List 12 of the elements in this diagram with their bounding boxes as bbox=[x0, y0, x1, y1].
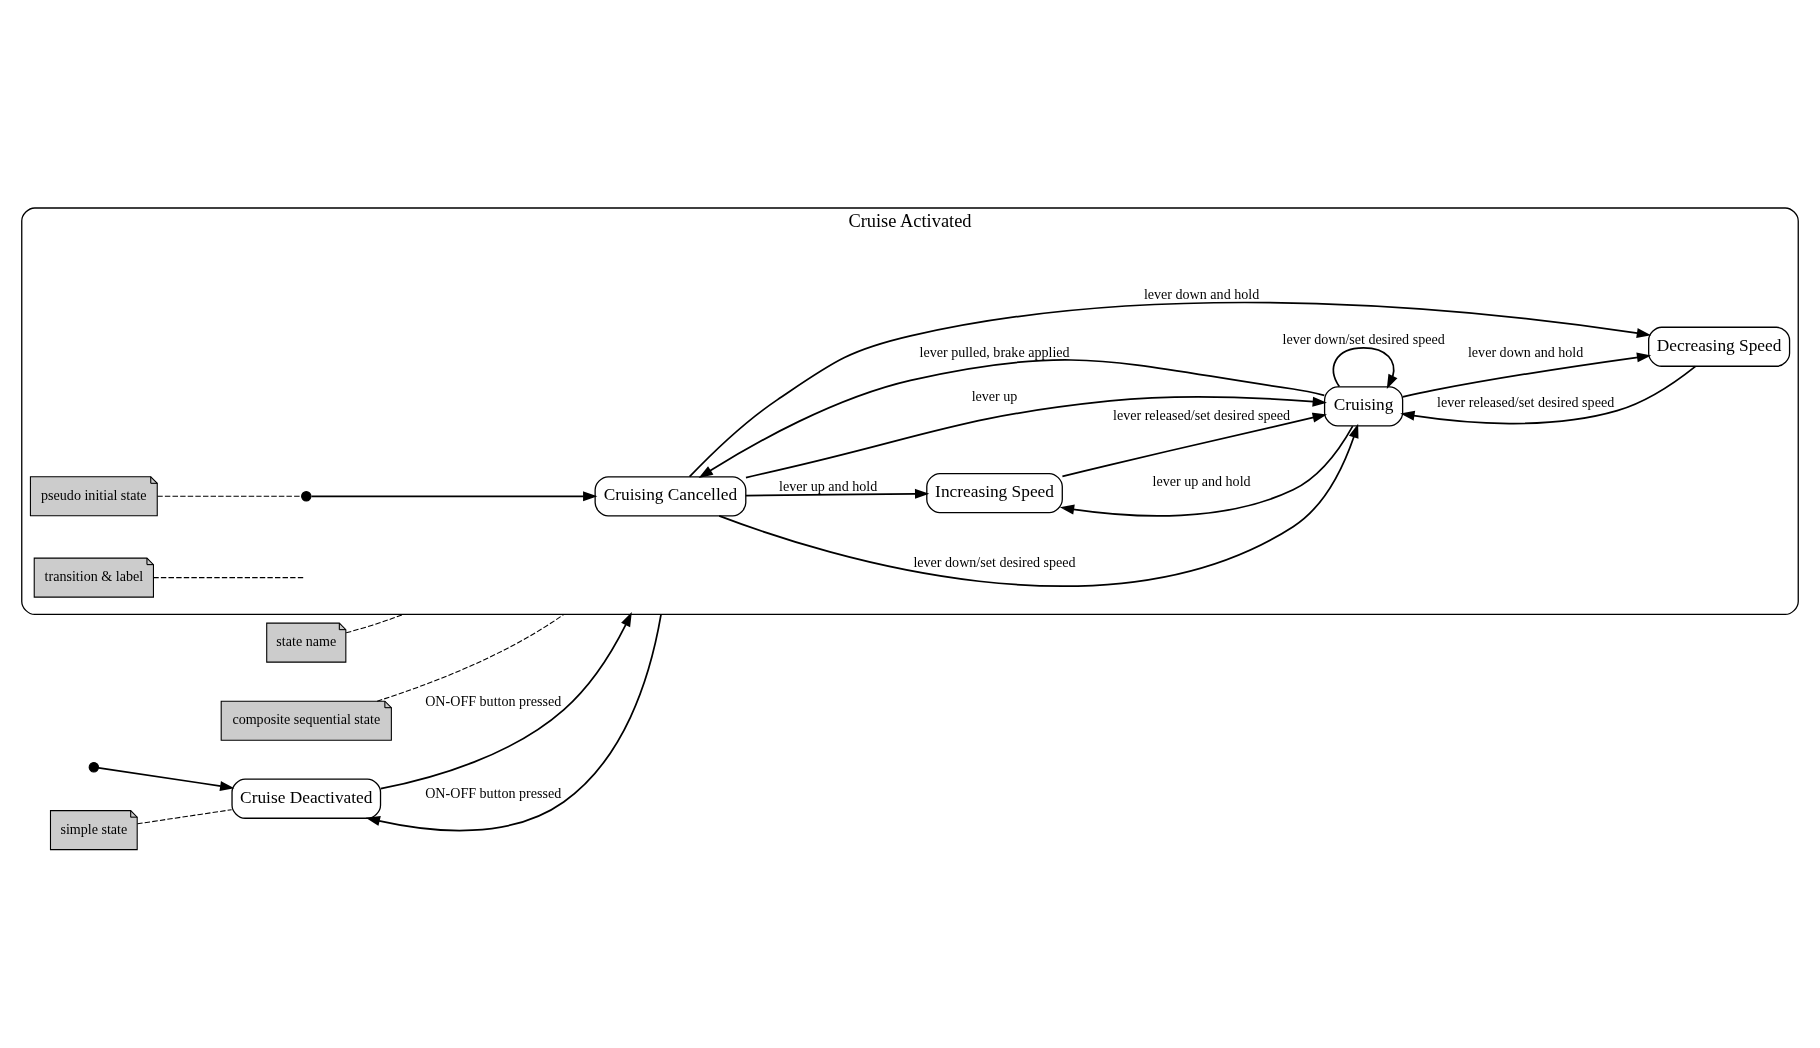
edge-label: lever pulled, brake applied bbox=[919, 343, 1070, 360]
edge-label: lever down/set desired speed bbox=[913, 553, 1076, 570]
edge-label: lever up and hold bbox=[1152, 472, 1251, 489]
edge-label: lever down and hold bbox=[1467, 343, 1584, 360]
edge-label: lever down/set desired speed bbox=[1282, 330, 1445, 347]
edge-label: lever released/set desired speed bbox=[1113, 406, 1291, 423]
edge-label: lever up bbox=[971, 387, 1018, 404]
edge-label: ON-OFF button pressed bbox=[425, 784, 562, 801]
edge-label: lever released/set desired speed bbox=[1437, 393, 1615, 410]
edge-label: lever up and hold bbox=[779, 477, 878, 494]
edge-label: ON-OFF button pressed bbox=[425, 692, 562, 709]
edge-label: lever down and hold bbox=[1143, 285, 1260, 302]
